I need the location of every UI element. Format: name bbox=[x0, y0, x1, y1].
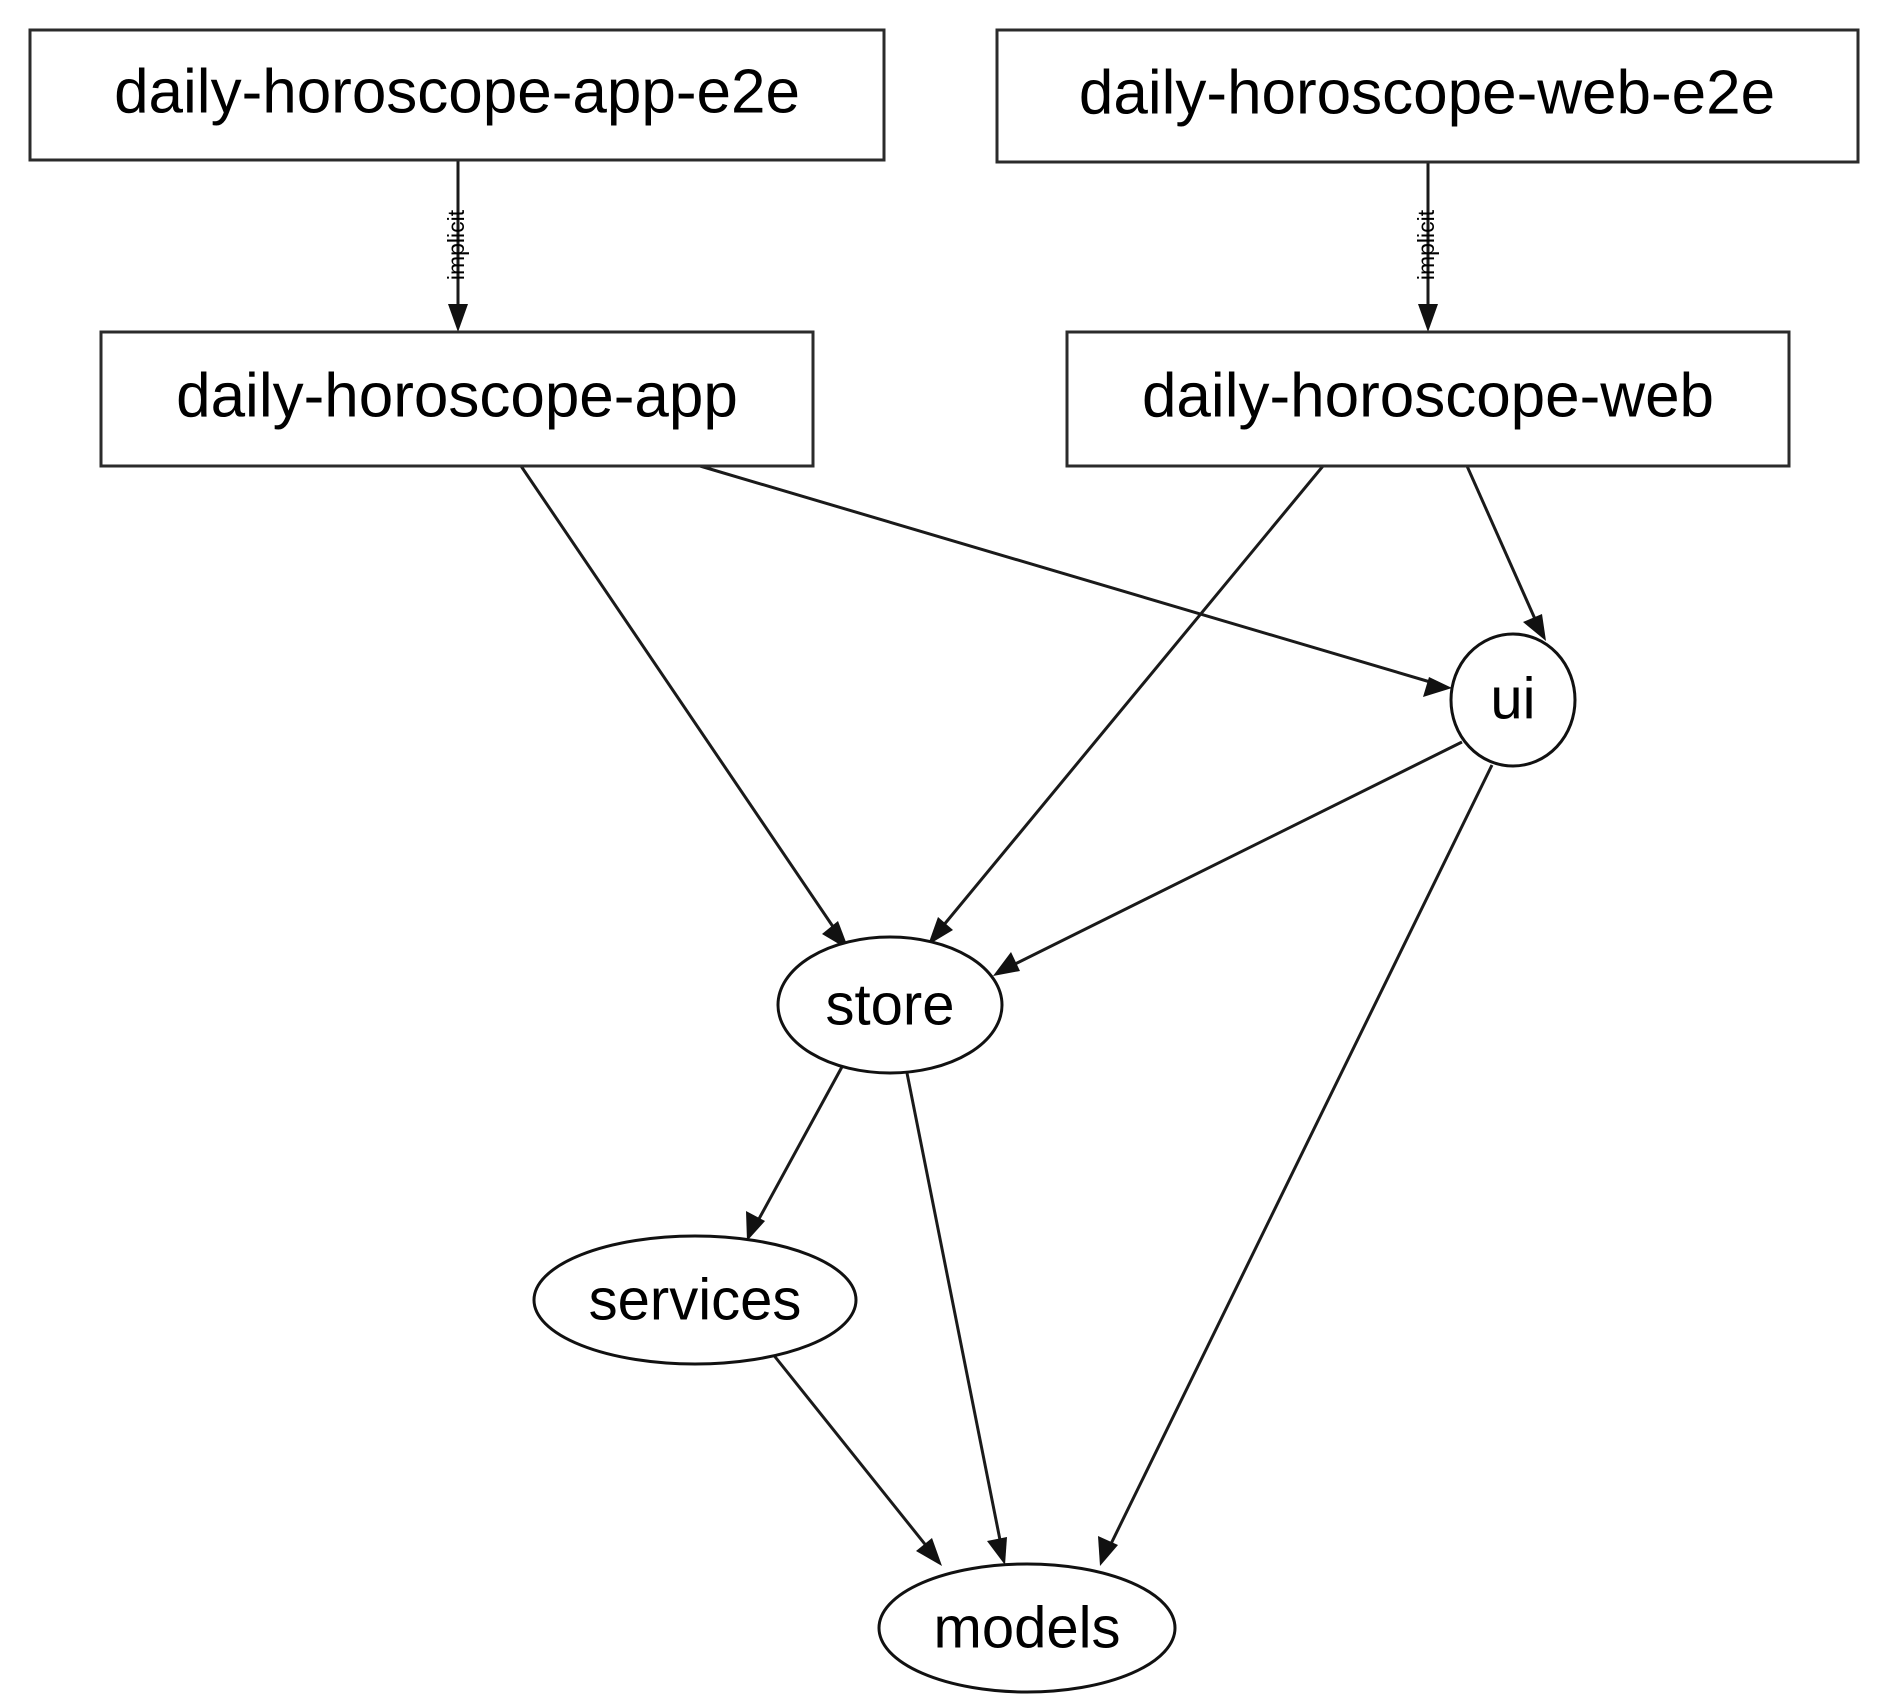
node-label: store bbox=[826, 972, 955, 1037]
node-ui[interactable]: ui bbox=[1449, 632, 1577, 768]
edge-line bbox=[1465, 465, 1541, 629]
edges-layer bbox=[448, 160, 1546, 1566]
arrowhead-icon bbox=[1098, 1536, 1118, 1566]
edge-line bbox=[699, 464, 1438, 686]
node-daily-horoscope-app[interactable]: daily-horoscope-app bbox=[99, 330, 815, 468]
node-label: services bbox=[589, 1267, 802, 1332]
edge-line bbox=[1006, 740, 1463, 970]
arrowhead-icon bbox=[1423, 677, 1452, 697]
arrowhead-icon bbox=[928, 917, 953, 945]
edge-line bbox=[752, 1064, 845, 1229]
node-label: daily-horoscope-web-e2e bbox=[1079, 58, 1775, 127]
edge-label-web-e2e-implicit: implicit bbox=[1413, 209, 1439, 280]
edge-app-to-store[interactable] bbox=[519, 465, 849, 950]
arrowhead-icon bbox=[448, 304, 468, 332]
edge-app-to-ui[interactable] bbox=[699, 464, 1452, 697]
edge-store-to-models[interactable] bbox=[904, 1067, 1007, 1565]
nodes-layer: daily-horoscope-app-e2e daily-horoscope-… bbox=[28, 28, 1860, 1694]
edge-app-e2e-to-app[interactable] bbox=[448, 160, 468, 332]
edge-web-to-store[interactable] bbox=[928, 465, 1325, 945]
edge-web-e2e-to-web[interactable] bbox=[1418, 162, 1438, 332]
edge-line bbox=[1105, 764, 1494, 1553]
node-label: models bbox=[934, 1595, 1121, 1660]
edge-services-to-models[interactable] bbox=[766, 1347, 942, 1566]
node-daily-horoscope-app-e2e[interactable]: daily-horoscope-app-e2e bbox=[28, 28, 886, 162]
edge-ui-to-models[interactable] bbox=[1098, 764, 1494, 1566]
node-shape-rectangle bbox=[99, 330, 815, 468]
arrowhead-icon bbox=[987, 1537, 1007, 1565]
node-shape-rectangle bbox=[28, 28, 886, 162]
arrowhead-icon bbox=[916, 1538, 942, 1566]
node-models[interactable]: models bbox=[877, 1562, 1177, 1694]
node-shape-ellipse bbox=[776, 935, 1004, 1075]
node-shape-ellipse bbox=[532, 1234, 858, 1366]
node-shape-ellipse bbox=[1449, 632, 1577, 768]
arrowhead-icon bbox=[1523, 614, 1546, 641]
node-shape-ellipse bbox=[877, 1562, 1177, 1694]
node-shape-rectangle bbox=[995, 28, 1860, 164]
node-label: ui bbox=[1490, 666, 1535, 731]
node-label: daily-horoscope-app bbox=[176, 361, 738, 430]
edge-web-to-ui[interactable] bbox=[1465, 465, 1546, 641]
node-services[interactable]: services bbox=[532, 1234, 858, 1366]
node-daily-horoscope-web-e2e[interactable]: daily-horoscope-web-e2e bbox=[995, 28, 1860, 164]
node-daily-horoscope-web[interactable]: daily-horoscope-web bbox=[1065, 330, 1791, 468]
edge-label-app-e2e-implicit: implicit bbox=[443, 209, 469, 280]
edge-line bbox=[519, 465, 842, 938]
arrowhead-icon bbox=[746, 1211, 765, 1241]
node-store[interactable]: store bbox=[776, 935, 1004, 1075]
edge-store-to-services[interactable] bbox=[746, 1064, 845, 1241]
node-label: daily-horoscope-app-e2e bbox=[114, 57, 800, 126]
arrowhead-icon bbox=[993, 952, 1020, 976]
edge-line bbox=[904, 1067, 1004, 1551]
node-shape-rectangle bbox=[1065, 330, 1791, 468]
edge-line bbox=[936, 465, 1325, 933]
node-label: daily-horoscope-web bbox=[1142, 361, 1714, 430]
edge-ui-to-store[interactable] bbox=[993, 740, 1463, 976]
edge-labels-layer: implicit implicit bbox=[443, 209, 1439, 280]
edge-line bbox=[766, 1347, 934, 1554]
arrowhead-icon bbox=[1418, 304, 1438, 332]
